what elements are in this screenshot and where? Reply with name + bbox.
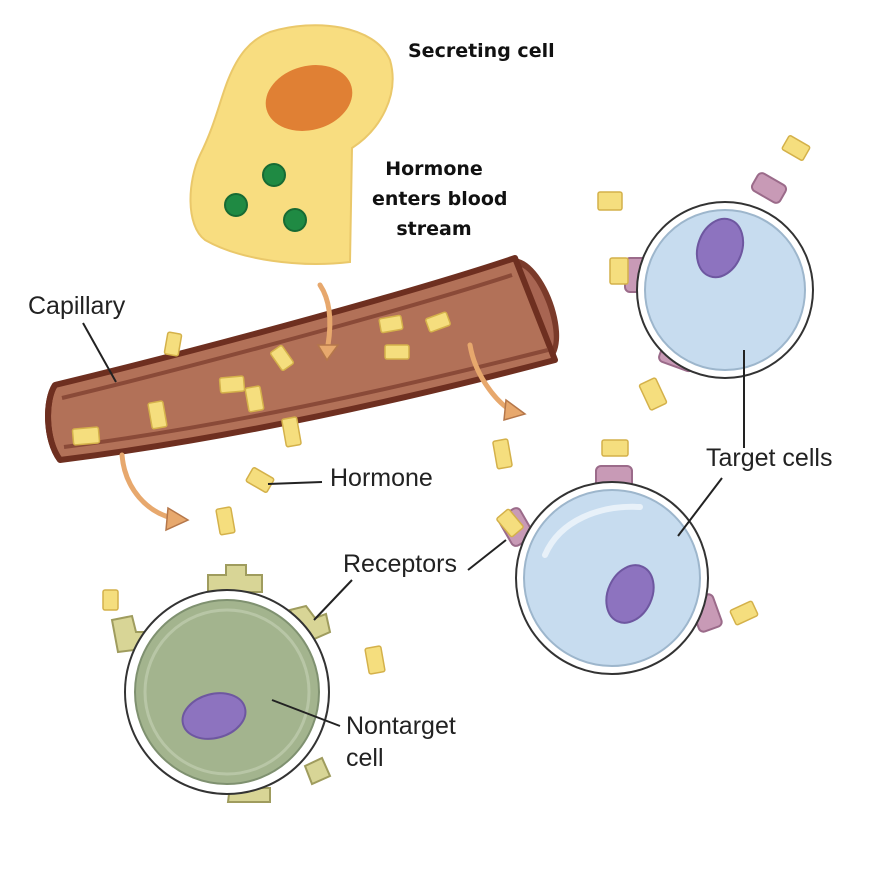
free-hormones — [102, 135, 811, 675]
target-cells-label: Target cells — [706, 444, 833, 472]
hormone-enters-label-line1: Hormone — [385, 158, 483, 180]
leader-lines — [82, 322, 745, 727]
capillary-vessel — [45, 255, 560, 463]
hormone-vesicle — [262, 163, 286, 187]
hormone-label: Hormone — [330, 464, 433, 492]
receptors-label: Receptors — [343, 550, 457, 578]
nontarget-cell — [110, 564, 332, 803]
secreting-cell-label: Secreting cell — [408, 40, 555, 62]
target-cell-upper — [609, 172, 814, 379]
secreting-cell — [189, 24, 394, 265]
target-cell-lower — [496, 465, 723, 675]
secreting-nucleus — [265, 65, 353, 131]
hormone-vesicle — [224, 193, 248, 217]
hormone-enters-label-line3: stream — [396, 218, 472, 240]
nontarget-label-line1: Nontarget — [346, 712, 456, 740]
nontarget-label-line2: cell — [346, 744, 384, 772]
arrow-heads — [165, 344, 527, 532]
hormone-vesicle — [283, 208, 307, 232]
hormone-enters-label-line2: enters blood — [372, 188, 508, 210]
capillary-label: Capillary — [28, 292, 126, 320]
